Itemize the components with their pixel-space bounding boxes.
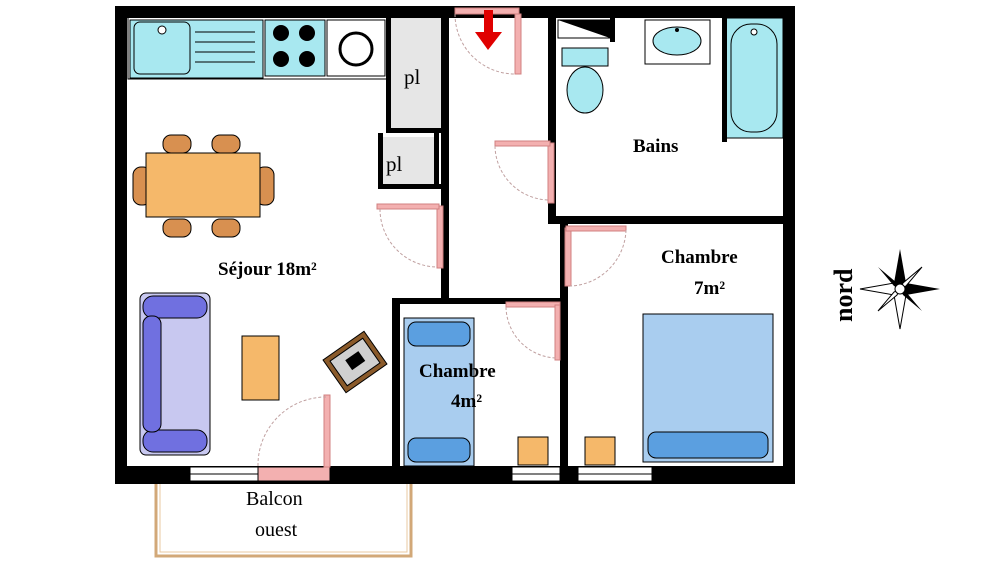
chambre-small-name: Chambre bbox=[419, 361, 496, 382]
bathroom-fixtures bbox=[557, 17, 784, 139]
compass-label: nord bbox=[829, 268, 858, 322]
bains-label: Bains bbox=[633, 136, 678, 157]
compass-rose-icon bbox=[859, 249, 940, 330]
nightstand-large bbox=[584, 436, 616, 466]
windows bbox=[189, 466, 653, 482]
balcon-orient-label: ouest bbox=[255, 519, 298, 541]
balcon-label: Balcon bbox=[246, 488, 303, 510]
placard-2-area bbox=[382, 137, 434, 184]
sejour-label: Séjour 18m² bbox=[218, 259, 317, 280]
small-bedroom-bed bbox=[403, 317, 475, 467]
large-bedroom-bed bbox=[642, 313, 774, 463]
coffee-table bbox=[241, 335, 280, 401]
nightstand-small bbox=[517, 436, 549, 466]
placard-1-label: pl bbox=[404, 65, 421, 89]
chambre-large-name: Chambre bbox=[661, 247, 738, 268]
entrance-arrow bbox=[475, 10, 502, 50]
toilet bbox=[561, 47, 609, 67]
sofa bbox=[139, 292, 211, 456]
doors bbox=[257, 7, 627, 468]
tv-stand bbox=[322, 330, 388, 394]
placard-1-area bbox=[390, 17, 445, 129]
cooktop bbox=[264, 19, 326, 77]
placard-2-label: pl bbox=[386, 152, 403, 176]
chambre-large-area: 7m² bbox=[694, 278, 725, 299]
kitchen-counter bbox=[127, 16, 389, 80]
dining-table bbox=[132, 134, 275, 238]
chambre-small-area: 4m² bbox=[451, 391, 482, 412]
